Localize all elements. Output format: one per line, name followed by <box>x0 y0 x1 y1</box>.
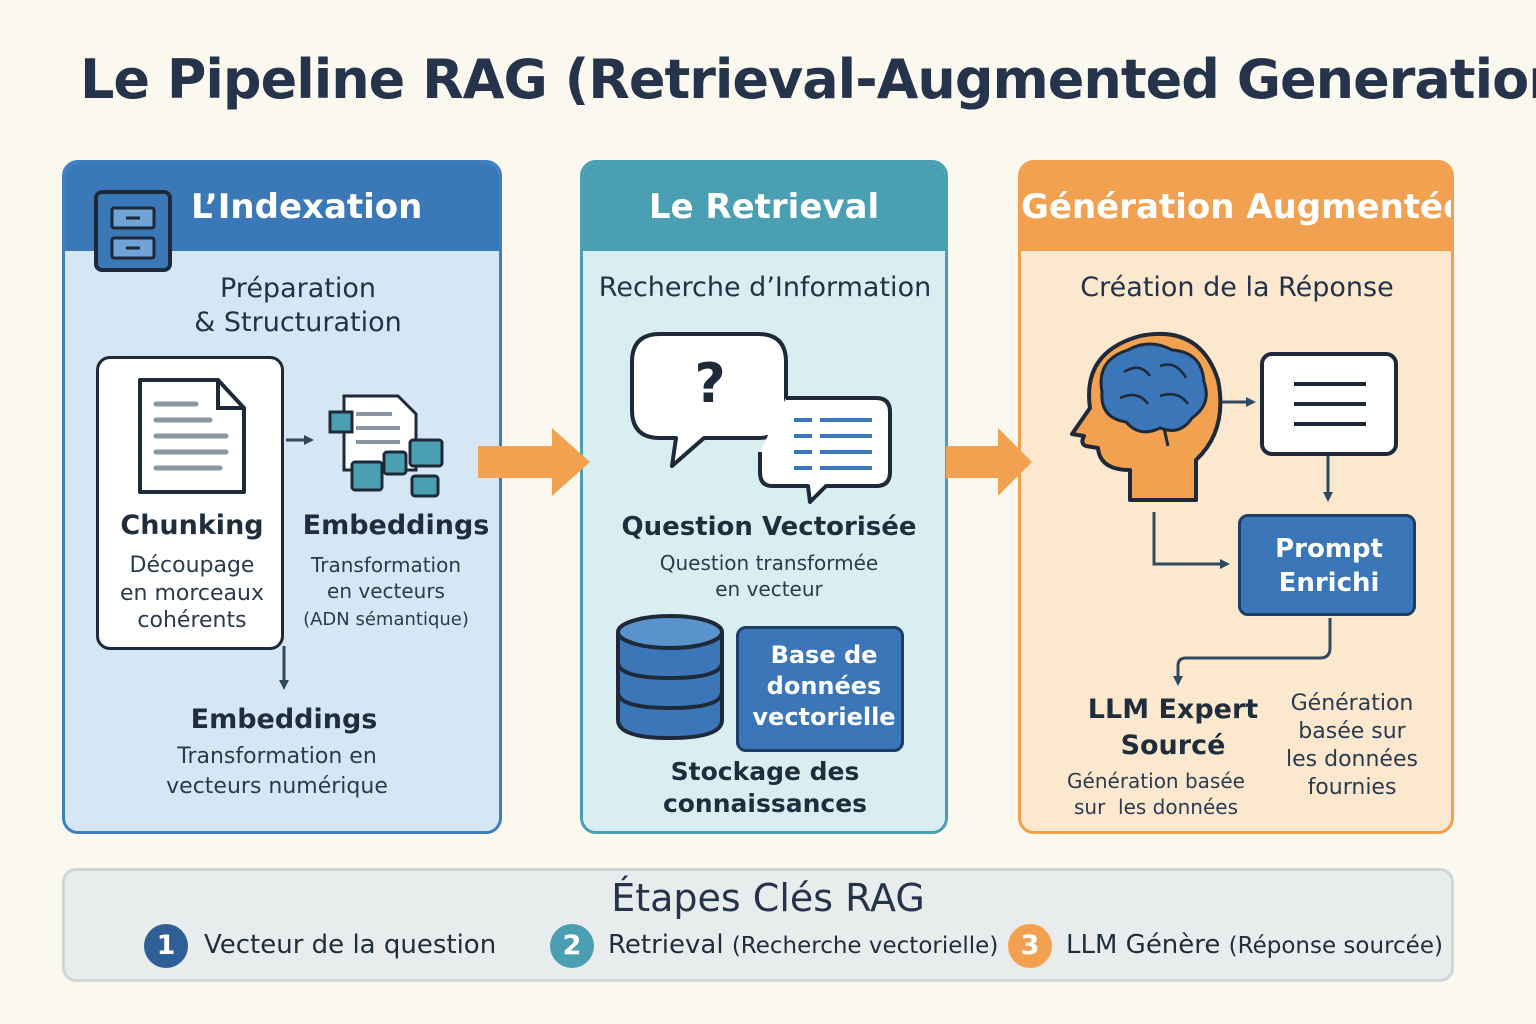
vector-db-line2: données <box>766 672 882 700</box>
key-steps-footer <box>62 868 1454 982</box>
step-2-label: Retrieval (Recherche vectorielle) <box>608 930 998 960</box>
indexation-subtitle-line2: & Structuration <box>194 307 402 338</box>
database-icon <box>616 614 724 741</box>
step-1-badge: 1 <box>144 924 188 968</box>
vector-list-icon <box>758 396 892 504</box>
embeddings-right-desc: Transformation en vecteurs (ADN sémantiq… <box>286 552 486 631</box>
generation-subtitle: Création de la Réponse <box>1080 272 1394 303</box>
llm-title-line2: Sourcé <box>1120 730 1226 761</box>
file-cabinet-icon <box>94 190 172 272</box>
side-note-line1: Génération <box>1290 691 1414 716</box>
llm-desc-line2: sur les données <box>1074 795 1238 819</box>
chunks-icon <box>328 394 444 498</box>
prompt-label: Prompt Enrichi <box>1240 532 1418 600</box>
generation-panel: Génération Augmentée <box>1018 160 1454 834</box>
side-note-line3: les données <box>1286 747 1418 772</box>
embeddings-bottom-line2: vecteurs numérique <box>166 774 388 799</box>
side-note-line2: basée sur <box>1298 719 1406 744</box>
generation-side-note: Génération basée sur les données fournie… <box>1278 690 1426 802</box>
vector-db-line3: vectorielle <box>752 703 896 731</box>
chunking-desc-line2: en morceaux <box>120 580 264 606</box>
chunking-desc-line3: cohérents <box>137 608 247 633</box>
prompt-line2: Enrichi <box>1278 568 1380 598</box>
prompt-enriched-box <box>1238 514 1416 616</box>
step-2-badge: 2 <box>550 924 594 968</box>
step-3-detail: (Réponse sourcée) <box>1228 933 1443 959</box>
vector-db-label: Base de données vectorielle <box>740 640 908 733</box>
chunking-desc-line1: Découpage <box>129 553 255 578</box>
step-1-text: Vecteur de la question <box>204 930 497 960</box>
vector-db-box <box>736 626 904 752</box>
response-document-icon <box>1260 352 1398 456</box>
retrieval-subtitle: Recherche d’Information <box>598 272 932 303</box>
question-bubble-icon <box>630 332 788 468</box>
question-desc-line1: Question transformée <box>659 551 879 575</box>
llm-expert-title: LLM Expert Sourcé <box>1070 692 1276 764</box>
step-2-detail: (Recherche vectorielle) <box>731 933 999 959</box>
vector-db-line1: Base de <box>770 641 878 669</box>
step-1-label: Vecteur de la question <box>204 930 496 960</box>
step-3-badge: 3 <box>1008 924 1052 968</box>
question-vectorized-title: Question Vectorisée <box>621 512 917 542</box>
chunking-desc: Découpage en morceaux cohérents <box>96 552 288 635</box>
page-title: Le Pipeline RAG (Retrieval-Augmented Gen… <box>80 48 1536 111</box>
generation-header: Génération Augmentée <box>1021 163 1451 251</box>
side-note-line4: fournies <box>1307 775 1397 800</box>
chunking-title: Chunking <box>120 510 264 541</box>
question-mark: ? <box>694 352 726 415</box>
prompt-to-llm-arrow <box>1173 618 1332 686</box>
footer-title: Étapes Clés RAG <box>611 876 925 920</box>
embeddings-right-title: Embeddings <box>302 510 490 541</box>
embeddings-bottom-line1: Transformation en <box>177 744 377 769</box>
prompt-line1: Prompt <box>1275 534 1383 564</box>
indexation-subtitle-line1: Préparation <box>220 273 376 304</box>
llm-title-line1: LLM Expert <box>1087 694 1259 725</box>
head-to-prompt-arrow <box>1152 512 1230 569</box>
question-vectorized-desc: Question transformée en vecteur <box>600 550 938 602</box>
indexation-subtitle: Préparation & Structuration <box>182 272 414 340</box>
llm-expert-desc: Génération basée sur les données <box>1056 768 1256 820</box>
arrow-retrieval-to-generation <box>946 428 1032 496</box>
embeddings-right-line2: en vecteurs <box>327 579 445 603</box>
step-2-text: Retrieval <box>608 930 724 960</box>
step-3-label: LLM Génère (Réponse sourcée) <box>1066 930 1443 960</box>
embeddings-right-line1: Transformation <box>310 553 462 577</box>
storage-line1: Stockage des <box>670 757 860 786</box>
embeddings-bottom-title: Embeddings <box>190 704 378 735</box>
head-brain-icon <box>1070 331 1223 502</box>
arrow-indexation-to-retrieval <box>478 428 590 496</box>
embeddings-right-line3: (ADN sémantique) <box>303 609 469 630</box>
document-icon <box>138 378 246 494</box>
storage-label: Stockage des connaissances <box>600 756 930 820</box>
llm-desc-line1: Génération basée <box>1067 769 1245 793</box>
retrieval-header: Le Retrieval <box>583 163 945 251</box>
storage-line2: connaissances <box>662 789 868 818</box>
step-3-text: LLM Génère <box>1066 930 1221 960</box>
question-desc-line2: en vecteur <box>715 577 823 601</box>
embeddings-bottom-desc: Transformation en vecteurs numérique <box>150 742 404 802</box>
